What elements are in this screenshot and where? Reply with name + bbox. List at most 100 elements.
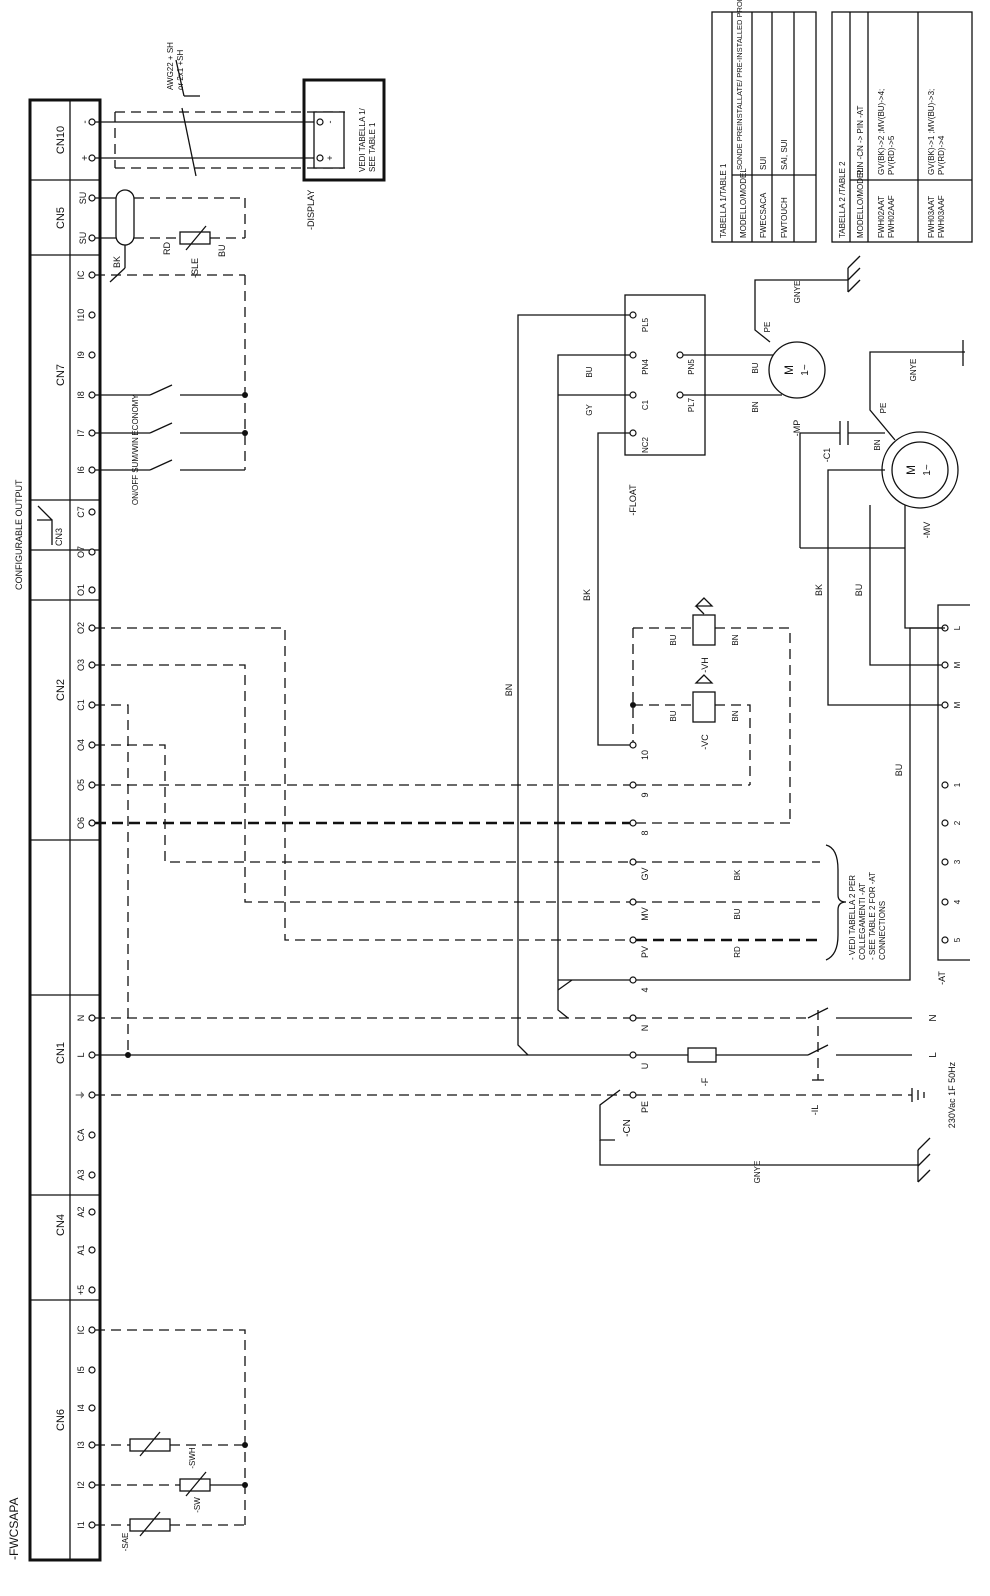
table-2-r0c1: PIN -CN -> PIN -AT — [856, 105, 865, 175]
terminal-4 — [629, 976, 637, 984]
switch-sum-win-label: SUM/WIN — [131, 437, 140, 473]
wire-mv-color: BU — [733, 908, 742, 919]
pin-terminal — [88, 118, 96, 126]
terminal-pv-label: PV — [640, 946, 650, 958]
pin-terminal — [88, 548, 96, 556]
pin-cn7-o7: O7 — [76, 546, 86, 558]
pin-terminal — [88, 311, 96, 319]
terminal-n — [629, 1014, 637, 1022]
brace-note-line3: - SEE TABLE 2 FOR -AT — [868, 872, 877, 960]
pin-terminal — [88, 1131, 96, 1139]
display-cable: AWG22 + SH or 2x1 +SH — [95, 42, 345, 177]
table-2-r2c0: FWH03AATFWH03AAF — [927, 195, 946, 238]
pin-cn5-su2: SU — [78, 232, 88, 245]
pin-cn4-ca: CA — [76, 1129, 86, 1142]
pin-cn4-plus5: +5 — [76, 1285, 86, 1295]
pump-motor-phase: 1~ — [800, 364, 811, 376]
fan-wire-bn: BN — [873, 439, 882, 450]
pin-cn2-o5: O5 — [76, 779, 86, 791]
probe-sae-tag: -SAE — [121, 1533, 130, 1552]
terminal-gv — [629, 858, 637, 866]
terminal-10 — [629, 741, 637, 749]
terminal-10-label: 10 — [640, 750, 650, 760]
pump-wire-bu: BU — [751, 362, 760, 373]
terminal-strip-tag: -CN — [622, 1119, 633, 1137]
pump-gnye-label: GNYE — [793, 281, 802, 304]
pin-cn7-i9: I9 — [76, 351, 86, 359]
pin-terminal — [88, 1091, 96, 1099]
pin-terminal — [88, 1404, 96, 1412]
float-pin-c1: C1 — [641, 399, 650, 410]
float-pin-pn5: PN5 — [687, 359, 696, 375]
pin-terminal — [88, 391, 96, 399]
display-terminal — [316, 118, 324, 126]
probe-swh-tag: -SWH — [188, 1447, 197, 1469]
junction-dot — [242, 1482, 248, 1488]
power-supply: -F -IL N L 230Vac 1F 50Hz — [636, 1007, 957, 1128]
pin-terminal — [88, 1208, 96, 1216]
switch-on-off-label: ON/OFF — [131, 475, 140, 505]
pin-cn7-i7: I7 — [76, 429, 86, 437]
gnye-label: GNYE — [753, 1161, 762, 1184]
pin-cn10-minus: - — [80, 120, 91, 123]
at-pin-m2: M — [953, 701, 962, 708]
pin-cn6-i3: I3 — [76, 1441, 86, 1449]
display-note-line2: SEE TABLE 1 — [368, 122, 377, 172]
pin-cn7-ic: IC — [76, 270, 86, 280]
pin-terminal — [88, 741, 96, 749]
fan-wire-bu: BU — [854, 584, 864, 597]
pump-motor-symbol — [768, 341, 826, 399]
terminal-4-label: 4 — [640, 987, 650, 992]
display-box — [302, 78, 386, 182]
at-pin-m1: M — [953, 661, 962, 668]
pin-cn4-a2: A2 — [76, 1206, 86, 1217]
probe-sw-tag: -SW — [193, 1497, 202, 1513]
fan-wire-bk: BK — [814, 584, 824, 596]
pin-cn2-o2: O2 — [76, 622, 86, 634]
terminal-8-label: 8 — [640, 830, 650, 835]
table-2-frame — [831, 11, 973, 243]
pin-terminal — [88, 429, 96, 437]
float-pin-nc2: NC2 — [641, 436, 650, 453]
pin-terminal — [88, 1481, 96, 1489]
valves: BU BN BU BN -VH -VC — [630, 597, 791, 824]
valve-vc-coil — [692, 691, 716, 723]
pin-cn1-l: L — [76, 1052, 86, 1057]
supply-l-label: L — [928, 1052, 939, 1058]
fan-motor-inner — [891, 441, 949, 499]
wire-bu-label: BU — [217, 244, 227, 257]
controller-name: -FWCSAPA — [7, 1498, 21, 1560]
float-pin-pl7: PL7 — [687, 397, 696, 412]
cable-spec-line1: AWG22 + SH — [166, 42, 175, 90]
connector-cn10-label: CN10 — [55, 126, 67, 154]
fan-gnye-label: GNYE — [909, 359, 918, 382]
valve-vc-wire-bu: BU — [669, 710, 678, 721]
pin-terminal — [88, 1326, 96, 1334]
pin-terminal — [88, 234, 96, 242]
table-1-r2c0: FWTOUCH — [780, 197, 789, 238]
pin-terminal — [88, 508, 96, 516]
fan-pe-label: PE — [879, 403, 888, 414]
at-pin-5: 5 — [953, 937, 962, 942]
junction-dot — [242, 430, 248, 436]
pin-terminal — [88, 466, 96, 474]
cable-spec-line2: or 2x1 +SH — [176, 50, 185, 90]
pin-cn2-o4: O4 — [76, 739, 86, 751]
at-pin-l: L — [953, 625, 962, 630]
brace-note-line2: COLLEGAMENTI -AT — [858, 883, 867, 960]
terminal-9-label: 9 — [640, 792, 650, 797]
probe-sle: BK RD BU -SLE — [95, 189, 246, 283]
pin-terminal — [88, 1171, 96, 1179]
pin-cn1-earth: ⏚ — [75, 1090, 87, 1100]
pin-cn5-su1: SU — [78, 192, 88, 205]
connector-cn4-label: CN4 — [55, 1214, 67, 1236]
terminal-9 — [629, 781, 637, 789]
switch-economy-label: ECONOMY — [131, 394, 140, 436]
pin-cn4-a1: A1 — [76, 1244, 86, 1255]
terminal-strip: 10 9 8 GV MV PV 4 N U PE -CN GNYE — [599, 741, 931, 1184]
wire-rd-label: RD — [162, 242, 172, 255]
at-pin-2: 2 — [953, 820, 962, 825]
connector-cn2-label: CN2 — [55, 679, 67, 701]
pin-terminal — [88, 154, 96, 162]
